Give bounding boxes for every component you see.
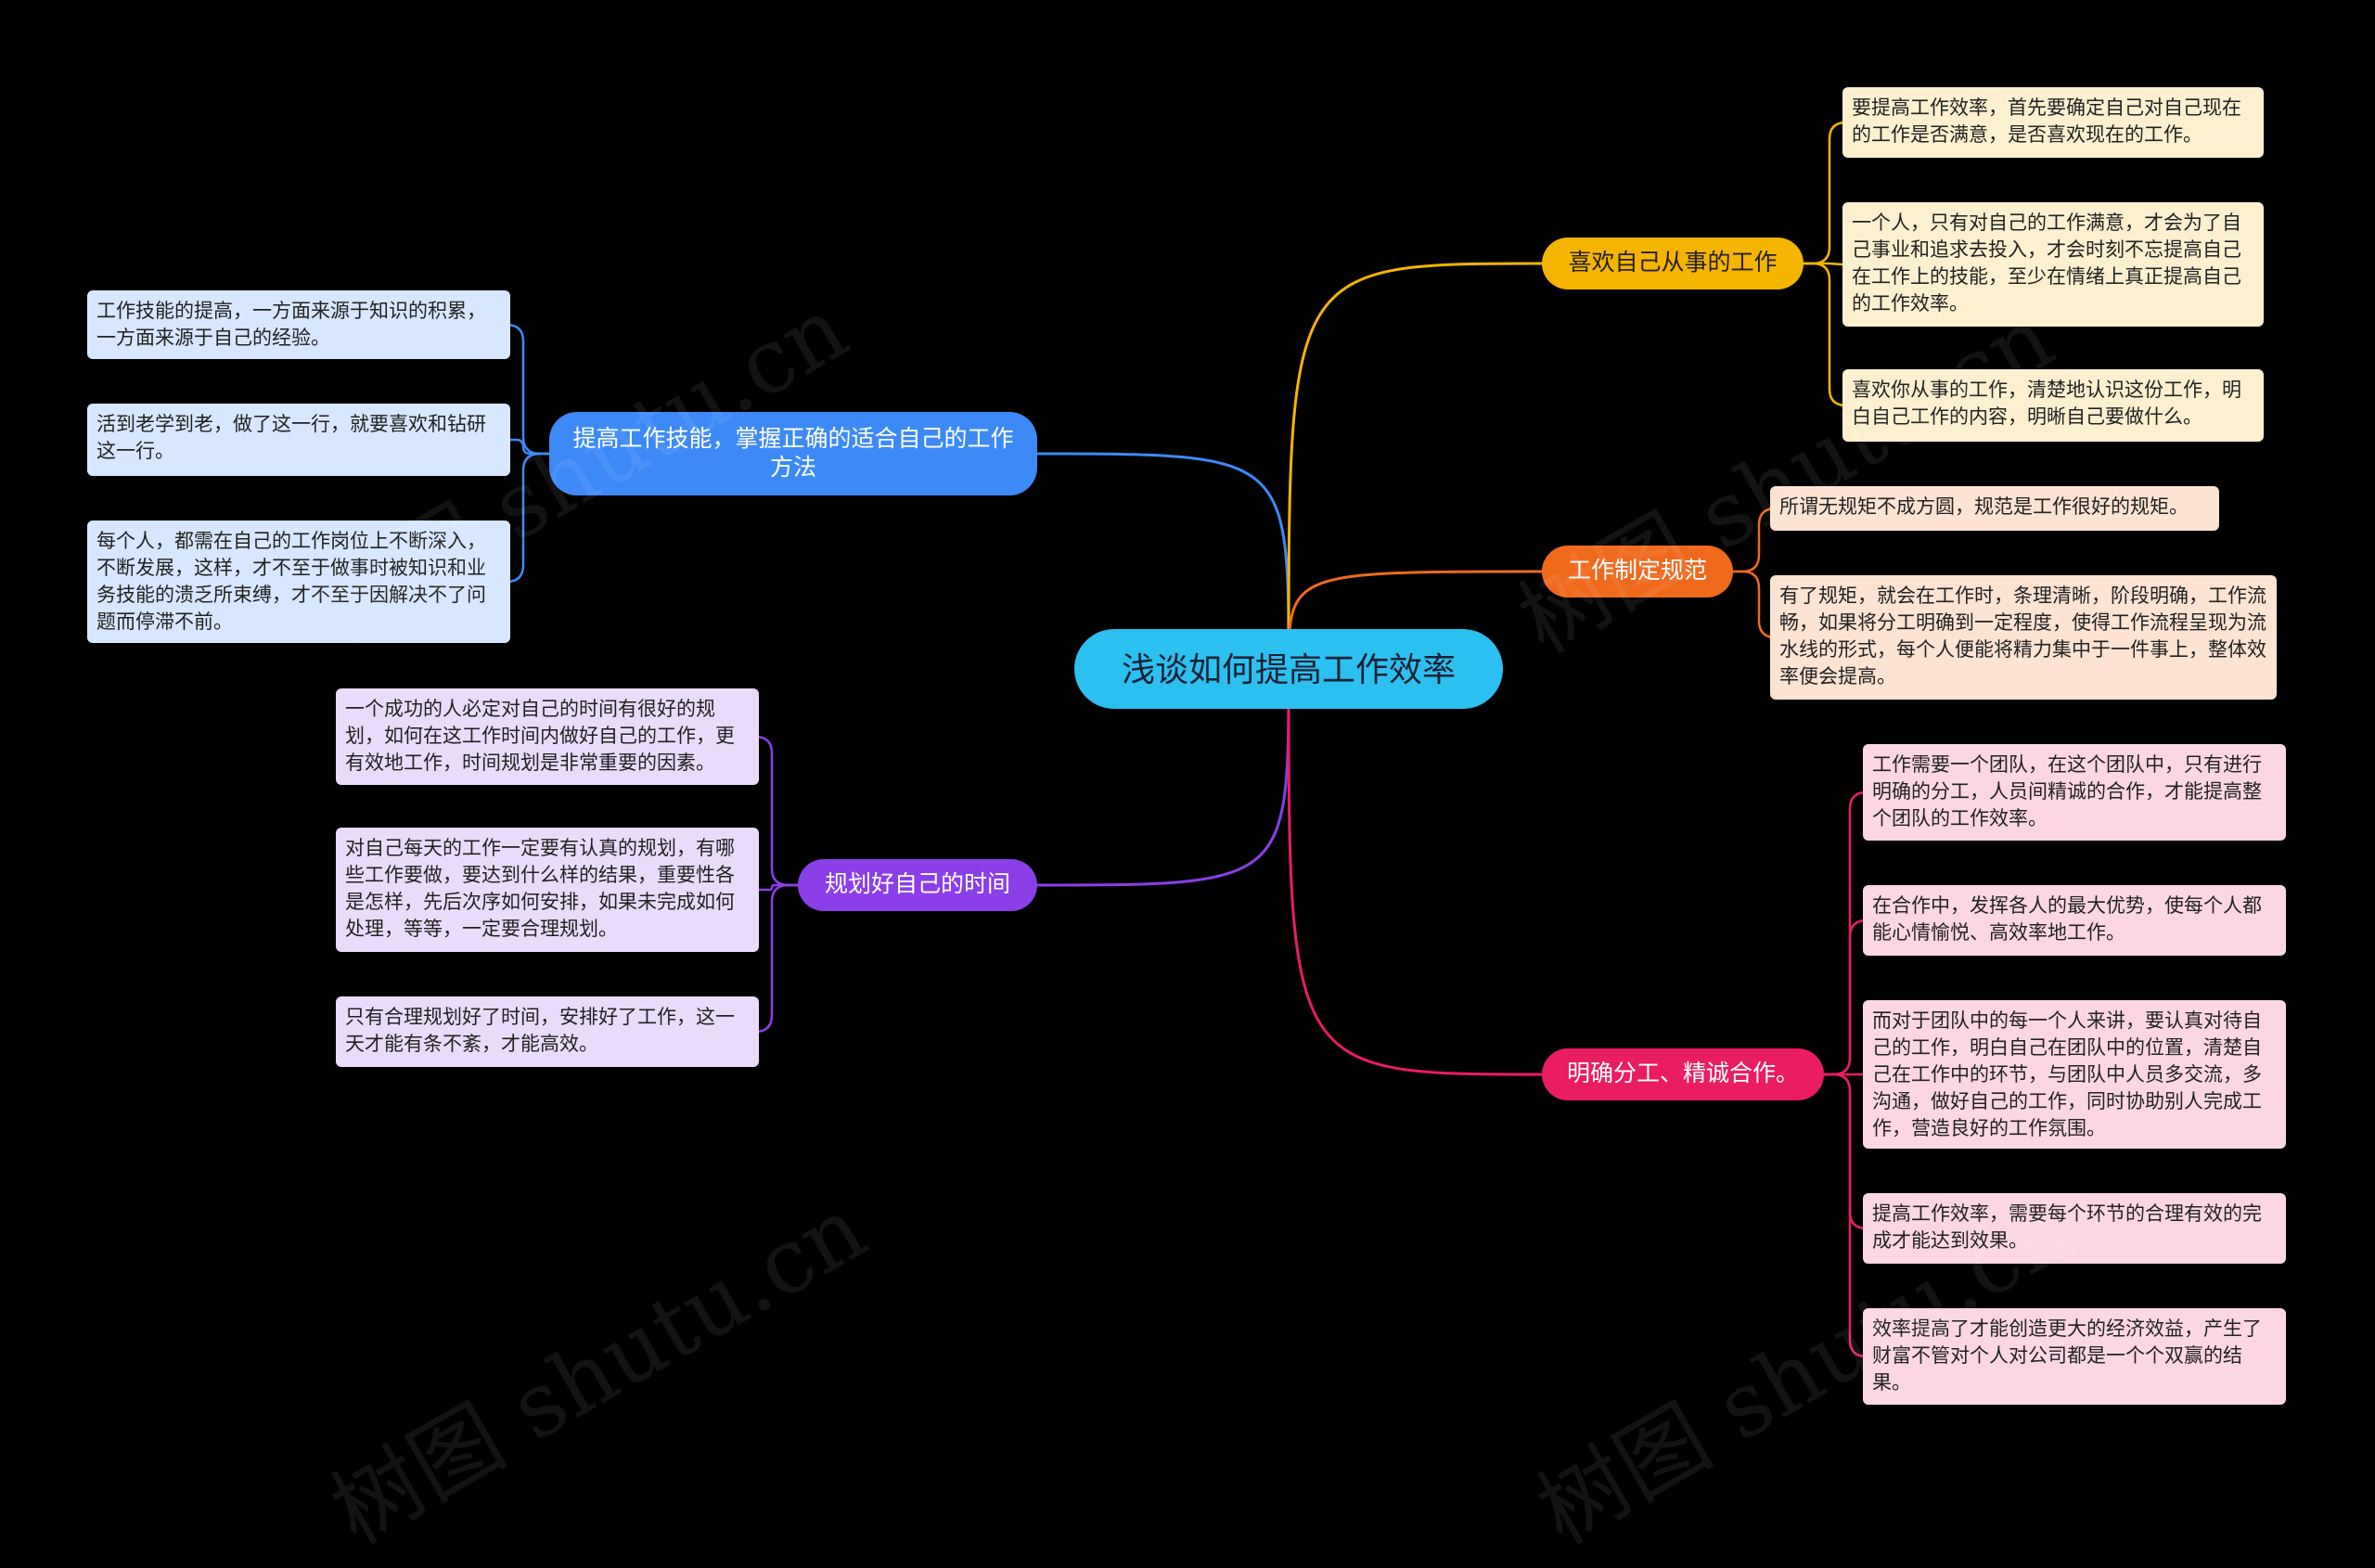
leaf-connector [1731,570,1777,639]
connector-lines [506,121,1868,1358]
leaf-connector [1822,1073,1868,1358]
leaf-connector [508,438,551,456]
leaf-connector [506,323,551,456]
leaf-note[interactable]: 有了规矩，就会在工作时，条理清晰，阶段明确，工作流畅，如果将分工明确到一定程度，… [1770,575,2277,700]
leaf-note[interactable]: 效率提高了才能创造更大的经济效益，产生了财富不管对个人对公司都是一个个双赢的结果… [1863,1308,2286,1405]
leaf-note[interactable]: 而对于团队中的每一个人来讲，要认真对待自己的工作，明白自己在团队中的位置，清楚自… [1863,1000,2286,1149]
leaf-connector [754,883,800,1034]
leaf-note[interactable]: 工作技能的提高，一方面来源于知识的积累，一方面来源于自己的经验。 [87,290,510,359]
leaf-note[interactable]: 所谓无规矩不成方圆，规范是工作很好的规矩。 [1770,486,2219,531]
leaf-connector [1802,262,1847,407]
leaf-connector [506,452,551,584]
leaf-note[interactable]: 喜欢你从事的工作，清楚地认识这份工作，明白自己工作的内容，明晰自己要做什么。 [1842,369,2264,442]
leaf-connector [1802,121,1847,265]
leaf-note[interactable]: 提高工作效率，需要每个环节的合理有效的完成才能达到效果。 [1863,1193,2286,1264]
leaf-note[interactable]: 只有合理规划好了时间，安排好了工作，这一天才能有条不紊，才能高效。 [336,996,759,1067]
leaf-note[interactable]: 工作需要一个团队，在这个团队中，只有进行明确的分工，人员间精诚的合作，才能提高整… [1863,744,2286,841]
leaf-note[interactable]: 每个人，都需在自己的工作岗位上不断深入，不断发展，这样，才不至于做事时被知识和业… [87,521,510,643]
branch-like[interactable]: 喜欢自己从事的工作 [1542,238,1804,289]
leaf-connector [757,883,800,892]
root-topic[interactable]: 浅谈如何提高工作效率 [1074,629,1503,709]
leaf-note[interactable]: 活到老学到老，做了这一行，就要喜欢和钻研这一行。 [87,404,510,476]
leaf-note[interactable]: 要提高工作效率，首先要确定自己对自己现在的工作是否满意，是否喜欢现在的工作。 [1842,87,2264,158]
leaf-connector [754,735,800,887]
branch-skill[interactable]: 提高工作技能，掌握正确的适合自己的工作方法 [549,412,1037,495]
branch-connector [1287,262,1544,671]
leaf-note[interactable]: 一个成功的人必定对自己的时间有很好的规划，如何在这工作时间内做好自己的工作，更有… [336,688,759,785]
branch-time[interactable]: 规划好自己的时间 [798,859,1037,911]
leaf-connector [1822,790,1868,1076]
leaf-note[interactable]: 一个人，只有对自己的工作满意，才会为了自己事业和追求去投入，才会时刻不忘提高自己… [1842,202,2264,327]
leaf-note[interactable]: 在合作中，发挥各人的最大优势，使每个人都能心情愉悦、高效率地工作。 [1863,885,2286,956]
branch-norm[interactable]: 工作制定规范 [1542,546,1733,598]
leaf-connector [1822,919,1868,1076]
branch-connector [1287,667,1544,1076]
leaf-note[interactable]: 对自己每天的工作一定要有认真的规划，有哪些工作要做，要达到什么样的结果，重要性各… [336,828,759,952]
branch-team[interactable]: 明确分工、精诚合作。 [1542,1048,1824,1100]
leaf-connector [1731,507,1777,573]
leaf-connector [1822,1073,1868,1230]
